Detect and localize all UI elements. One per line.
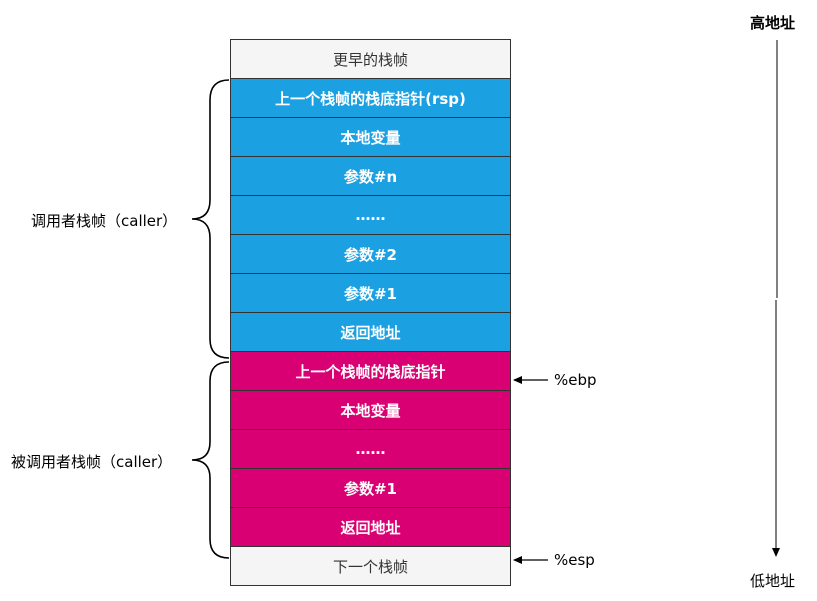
callee-cell-local-variables: 本地变量 [230,391,511,430]
caller-brace [191,79,230,359]
caller-cell-return-address: 返回地址 [230,313,511,352]
callee-cell-param-1: 参数#1 [230,469,511,508]
stack-diagram: 更早的栈帧 上一个栈帧的栈底指针(rsp) 本地变量 参数#n …… 参数#2 … [230,39,511,586]
callee-frame-label: 被调用者栈帧（caller） [11,453,173,471]
caller-cell-param-1: 参数#1 [230,274,511,313]
low-address-label: 低地址 [750,572,796,590]
earlier-frame-cell: 更早的栈帧 [230,39,511,79]
caller-cell-saved-base-pointer: 上一个栈帧的栈底指针(rsp) [230,79,511,118]
high-address-label: 高地址 [750,14,796,32]
callee-cell-return-address: 返回地址 [230,508,511,547]
ebp-label: %ebp [554,371,597,389]
caller-cell-param-2: 参数#2 [230,235,511,274]
caller-cell-param-n: 参数#n [230,157,511,196]
caller-cell-ellipsis: …… [230,196,511,235]
callee-cell-saved-base-pointer: 上一个栈帧的栈底指针 [230,352,511,391]
callee-cell-ellipsis: …… [230,430,511,469]
caller-cell-local-variables: 本地变量 [230,118,511,157]
caller-frame-label: 调用者栈帧（caller） [31,212,178,230]
esp-label: %esp [554,551,595,569]
next-frame-cell: 下一个栈帧 [230,547,511,586]
callee-brace [191,361,230,559]
